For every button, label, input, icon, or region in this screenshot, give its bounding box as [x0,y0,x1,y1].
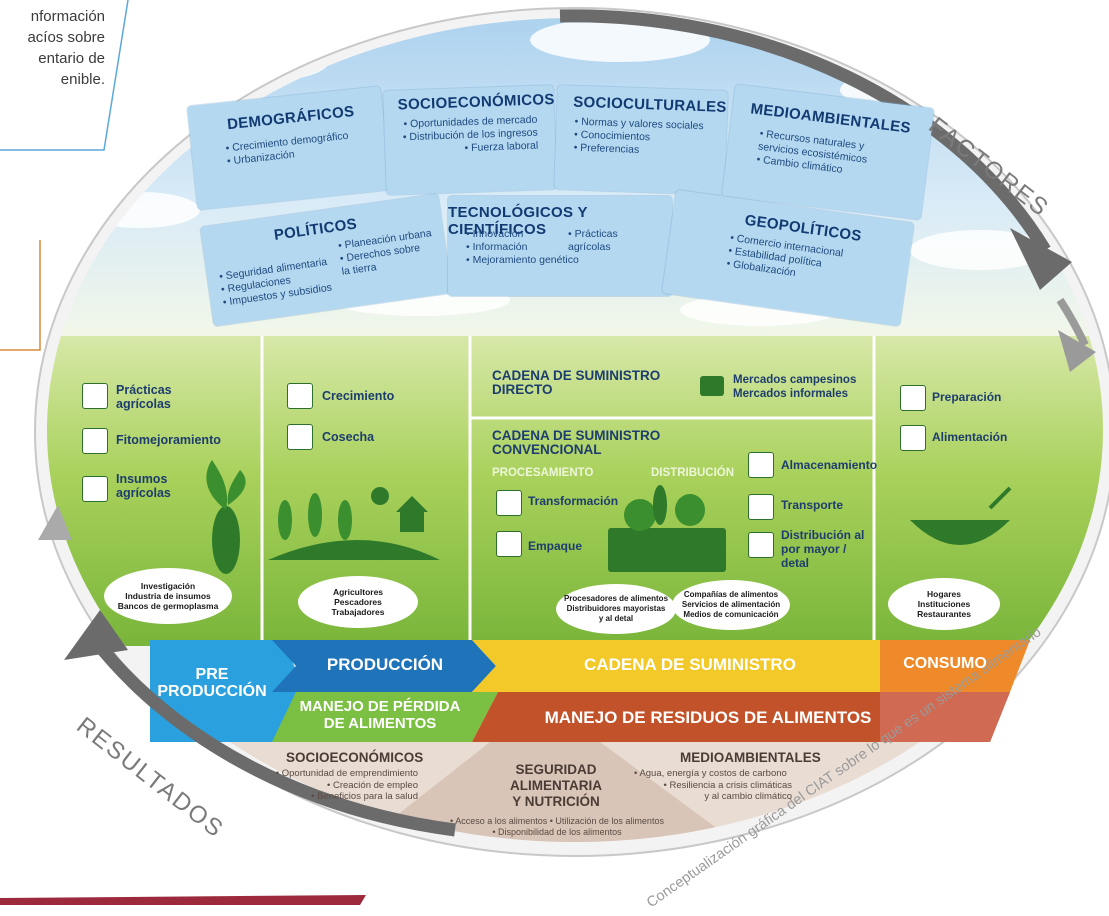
band-residuos-label: MANEJO DE RESIDUOS DE ALIMENTOS [544,708,872,727]
band-produccion-label: PRODUCCIÓN [326,655,444,674]
mayor-label: Distribución al por mayor / detal [781,528,865,570]
pre-item-fitomejoramiento: Fitomejoramiento [116,433,221,447]
band-pre [150,640,306,742]
warehouse-icon [748,452,774,478]
card-demograficos: DEMOGRÁFICOS • Crecimiento demográfico •… [187,86,391,210]
callout-text: nformación acíos sobre entario de enible… [27,8,105,88]
cart-icon [748,532,774,558]
cutlery-icon [900,425,926,451]
pre-actors: Investigación Industria de insumos Banco… [104,568,232,624]
transformacion-label: Transformación [528,494,619,508]
sickle-icon [287,424,313,450]
card-items: • Normas y valores sociales • Conocimien… [573,115,704,156]
bowl-illustration [910,486,1012,545]
outcome-medio-title: MEDIOAMBIENTALES [680,750,821,765]
dna-plant-icon [82,428,108,454]
band-consumo-label: CONSUMO [903,655,987,672]
watering-icon [287,383,313,409]
consumo-item-preparacion: Preparación [932,390,1002,404]
outcome-seguridad-title: SEGURIDAD ALIMENTARIA Y NUTRICIÓN [510,762,602,809]
card-title: DEMOGRÁFICOS [226,103,356,134]
truck-icon [748,494,774,520]
pot-icon [900,385,926,411]
outcome-medio-items: • Agua, energía y costos de carbono • Re… [634,768,792,802]
card-socioeconomicos: SOCIOECONÓMICOS • Oportunidades de merca… [383,85,557,195]
card-items-a: • Seguridad alimentaria • Regulaciones •… [218,255,333,309]
farm-tools-icon [82,383,108,409]
produce-crate-illustration [608,485,726,572]
outcome-socio-title: SOCIOECONÓMICOS [286,750,424,765]
milk-carton-icon [496,531,522,557]
band-perdida [272,692,498,742]
prod-item-cosecha: Cosecha [322,430,375,444]
basket-icon [700,376,724,396]
outcome-seguridad-items: • Acceso a los alimentos • Utilización d… [450,816,664,837]
band-pre-label: PRE PRODUCCIÓN [157,666,267,700]
card-items-b: • Planeación urbana • Derechos sobre la … [337,227,433,278]
band-cadena [472,640,880,692]
cadena-convencional-title: CADENA DE SUMINISTRO CONVENCIONAL [492,428,661,457]
band-cadena-label: CADENA DE SUMINISTRO [584,655,796,674]
card-items-b: • Prácticas agrícolas [568,228,618,253]
column-dividers [260,336,876,640]
card-items-a: • Innovación • Información • Mejoramient… [466,228,579,266]
empaque-label: Empaque [528,539,583,553]
pre-item-insumos: Insumos agrícolas [116,472,171,500]
card-title: SOCIOECONÓMICOS [397,91,555,114]
mercados-label: Mercados campesinos Mercados informales [733,374,857,400]
band-residuos [472,692,1010,742]
band-produccion [272,640,496,692]
band-consumo [880,640,1030,692]
distribucion-label: DISTRIBUCIÓN [651,467,735,479]
band-perdida-label: MANEJO DE PÉRDIDA DE ALIMENTOS [299,698,461,732]
prod-actors: Agricultores Pescadores Trabajadores [298,576,418,628]
pre-item-practicas: Prácticas agrícolas [116,383,172,411]
can-icon [496,490,522,516]
crops-illustration [268,487,440,560]
company-actors: Compañías de alimentos Servicios de alim… [672,580,790,630]
prod-item-crecimiento: Crecimiento [322,389,395,403]
almacenamiento-label: Almacenamiento [781,458,878,472]
card-items: • Oportunidades de mercado • Distribució… [402,113,539,155]
card-items: • Recursos naturales y servicios ecosist… [755,127,868,176]
card-tecnologicos: TECNOLÓGICOS Y CIENTÍFICOS • Innovación … [448,196,672,296]
plant-illustration [206,460,246,574]
transporte-label: Transporte [781,498,844,512]
consumo-item-alimentacion: Alimentación [932,430,1008,444]
card-items: • Crecimiento demográfico • Urbanización [225,129,349,168]
consumo-actors: Hogares Instituciones Restaurantes [888,578,1000,630]
processor-actors: Procesadores de alimentos Distribuidores… [556,584,676,634]
procesamiento-label: PROCESAMIENTO [492,467,594,479]
card-title: TECNOLÓGICOS Y CIENTÍFICOS [448,204,588,238]
card-title: SOCIOCULTURALES [572,93,727,116]
cadena-directo-title: CADENA DE SUMINISTRO DIRECTO [492,368,661,397]
arrow-resultados [89,635,456,837]
arrow-factores [559,9,1051,254]
seed-bag-icon [82,476,108,502]
outcome-socio-items: • Oportunidad de emprendimiento • Creaci… [275,768,418,802]
card-socioculturales: SOCIOCULTURALES • Normas y valores socia… [554,85,728,195]
basket-icon-shape [700,376,724,396]
